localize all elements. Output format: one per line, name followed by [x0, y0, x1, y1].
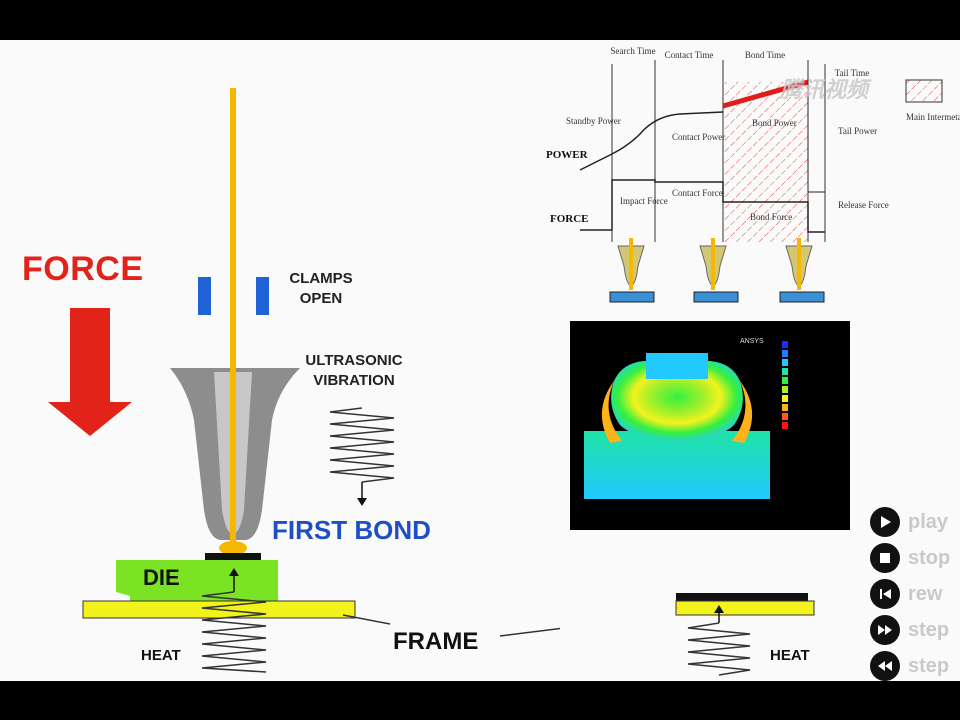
rewind-button[interactable]: rew — [870, 577, 942, 611]
first-bond-label: FIRST BOND — [272, 515, 431, 545]
slide: FORCE CLAMPS OPEN ULTRASONIC VIBRATION F… — [0, 40, 960, 681]
step-forward-button[interactable]: step — [870, 613, 949, 647]
legend-swatch — [905, 79, 943, 103]
step-back-icon — [870, 651, 900, 681]
capillary-thumb-3 — [779, 238, 825, 303]
stop-label: stop — [908, 546, 951, 569]
capillary-thumb-1 — [609, 238, 655, 303]
bond-power-curve — [722, 79, 809, 109]
play-button[interactable]: play — [870, 505, 948, 539]
watermark: 腾讯视频 — [780, 77, 869, 102]
phase-search: Search Time — [610, 46, 655, 56]
gold-wire — [230, 88, 236, 548]
die-label: DIE — [143, 565, 180, 590]
intermetallic-region — [723, 82, 808, 242]
fea-body — [611, 361, 743, 441]
legend-text: Main Intermetallic Formation Region — [906, 112, 960, 122]
step-back-button[interactable]: step — [870, 649, 949, 681]
clamps-open-label: CLAMPS OPEN — [289, 270, 353, 307]
frame-label: FRAME — [393, 628, 479, 655]
bond-power: Bond Power — [752, 118, 797, 128]
stop-button[interactable]: stop — [870, 541, 950, 575]
standby-power: Standby Power — [566, 116, 621, 126]
ultrasonic-spring — [329, 407, 395, 483]
bonding-diagram — [48, 88, 560, 673]
contact-power: Contact Power — [672, 132, 725, 142]
play-icon — [870, 507, 900, 537]
rewind-icon — [870, 579, 900, 609]
die — [116, 560, 278, 603]
ansys-simulation: ANSYS — [570, 321, 850, 530]
fea-legend — [782, 341, 788, 429]
rewind-label: rew — [908, 582, 943, 605]
tail-power: Tail Power — [838, 126, 877, 136]
ansys-title: ANSYS — [740, 338, 764, 345]
impact-force: Impact Force — [620, 196, 668, 206]
bond-pad — [205, 553, 261, 560]
step-forward-label: step — [908, 618, 950, 641]
capillary-thumb-2 — [693, 238, 739, 303]
phase-bond: Bond Time — [745, 50, 785, 60]
clamp-left — [198, 277, 211, 315]
stop-icon — [870, 543, 900, 573]
second-bond-frame — [675, 593, 815, 676]
step-back-label: step — [908, 654, 950, 677]
play-label: play — [908, 510, 949, 533]
heat-label-left: HEAT — [141, 647, 181, 664]
phase-contact: Contact Time — [665, 50, 714, 60]
clamp-right — [256, 277, 269, 315]
release-force: Release Force — [838, 200, 889, 210]
force-arrow — [48, 308, 132, 436]
contact-force: Contact Force — [672, 188, 723, 198]
ultrasonic-label: ULTRASONIC VIBRATION — [305, 352, 403, 389]
force-label: FORCE — [22, 250, 144, 288]
heat-label-right: HEAT — [770, 647, 810, 664]
second-frame — [675, 600, 815, 616]
bond-force: Bond Force — [750, 212, 792, 222]
timing-chart: Search Time Contact Time Bond Time Tail … — [546, 46, 960, 303]
bond-ball — [219, 541, 247, 555]
axis-force: FORCE — [550, 213, 589, 225]
heat-spring-left — [201, 591, 267, 673]
step-forward-icon — [870, 615, 900, 645]
second-pad — [676, 593, 808, 601]
phase-tail: Tail Time — [835, 68, 870, 78]
axis-power: POWER — [546, 149, 589, 161]
